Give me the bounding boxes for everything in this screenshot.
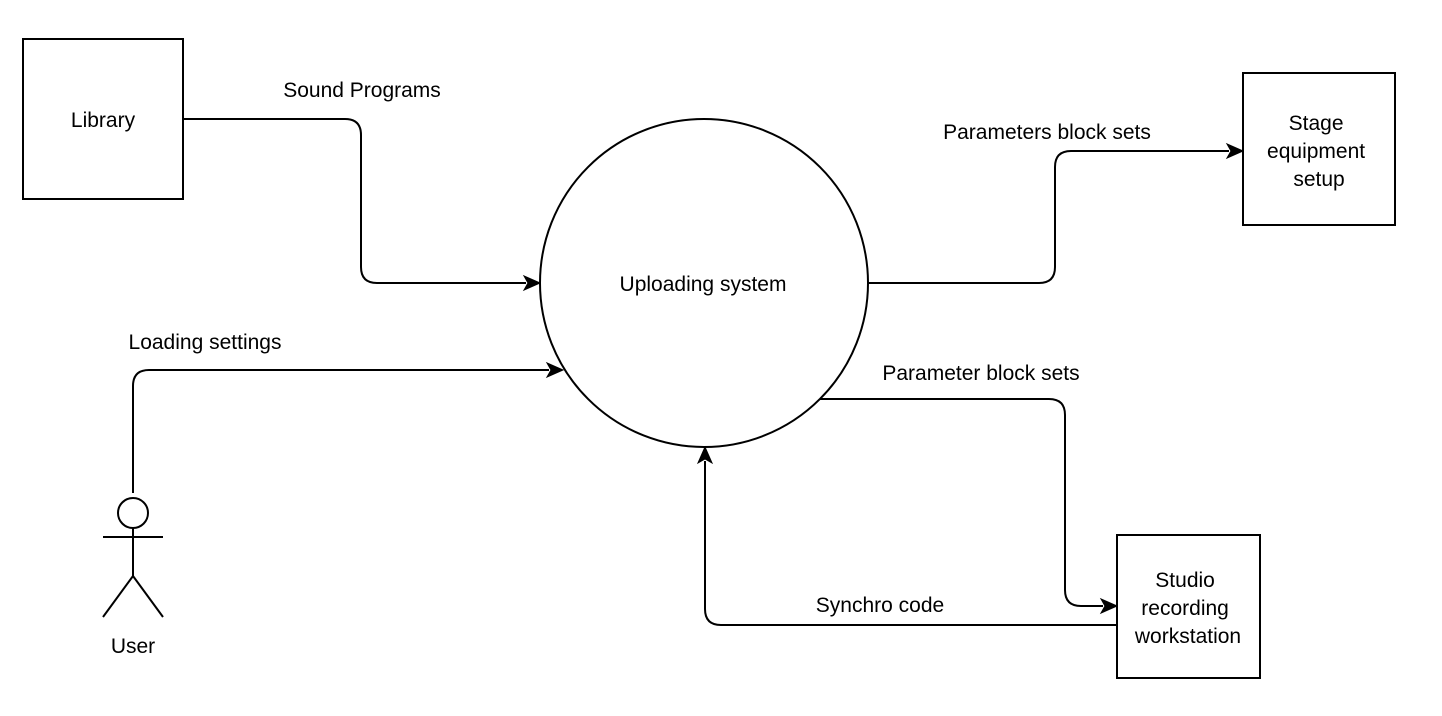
user-label: User <box>111 635 155 658</box>
flow-process-to-stage <box>868 150 1229 284</box>
flow-studio-to-process <box>704 461 1117 626</box>
studio-workstation-label-line-1: Studio <box>1155 569 1215 592</box>
library-box <box>22 38 184 200</box>
studio-workstation-label: Studio recording workstation <box>1134 569 1241 648</box>
arrow-head-process-to-studio <box>1099 597 1119 615</box>
user-head <box>117 497 149 529</box>
studio-workstation-label-line-2: recording <box>1141 597 1229 620</box>
stage-equipment-label-line-2: equipment <box>1267 140 1365 163</box>
studio-workstation-box <box>1116 534 1261 679</box>
stage-equipment-box <box>1242 72 1396 226</box>
flow-label-sound-programs: Sound Programs <box>283 79 441 102</box>
arrow-head-studio-to-process <box>696 445 714 465</box>
uploading-system-circle <box>539 118 869 448</box>
flow-user-to-process <box>132 369 549 493</box>
uploading-system-label: Uploading system <box>620 273 787 296</box>
arrow-head-process-to-stage <box>1225 142 1245 160</box>
studio-workstation-label-line-3: workstation <box>1134 625 1241 648</box>
flow-library-to-process <box>183 118 526 284</box>
user-left-leg <box>102 575 134 618</box>
stage-equipment-label-line-3: setup <box>1293 168 1344 191</box>
stage-equipment-label-line-1: Stage <box>1289 112 1344 135</box>
flow-label-loading-settings: Loading settings <box>129 331 282 354</box>
arrow-head-library-to-process <box>522 274 542 292</box>
user-actor-icon <box>102 497 164 618</box>
flow-label-parameter-block-sets: Parameter block sets <box>882 362 1079 385</box>
flow-process-to-studio <box>820 398 1103 607</box>
flow-label-parameters-block-sets: Parameters block sets <box>943 121 1151 144</box>
user-right-leg <box>132 575 164 618</box>
stage-equipment-label: Stage equipment setup <box>1267 112 1371 191</box>
flow-label-synchro-code: Synchro code <box>816 594 944 617</box>
library-label: Library <box>71 109 136 132</box>
arrow-head-user-to-process <box>545 361 565 379</box>
